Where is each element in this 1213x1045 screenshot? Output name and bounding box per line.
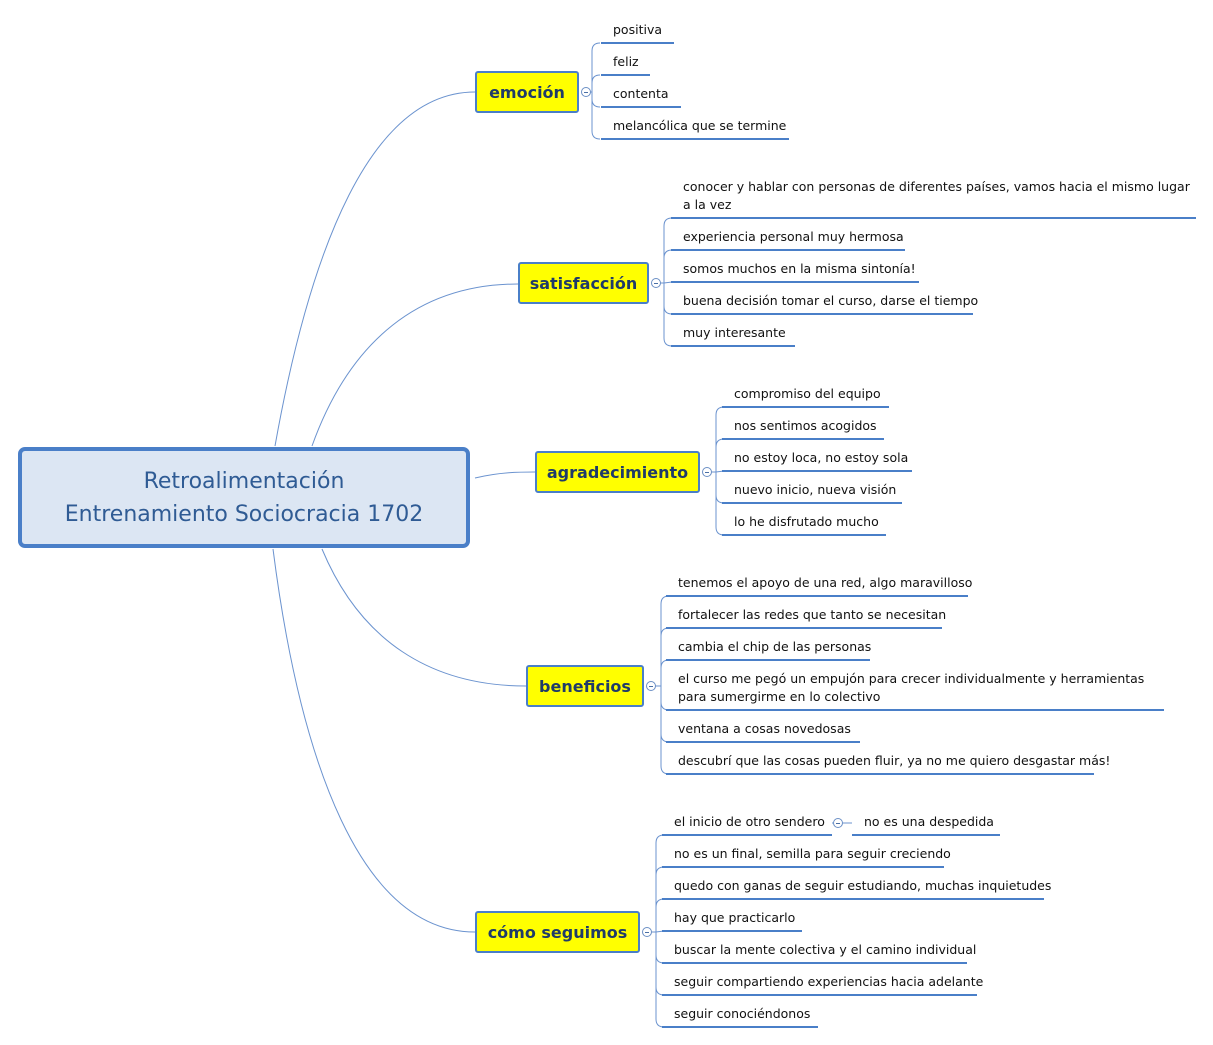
bracket-emocion-branch <box>591 42 601 92</box>
collapse-toggle-icon[interactable] <box>581 87 591 97</box>
leaf-item[interactable]: buscar la mente colectiva y el camino in… <box>662 941 976 964</box>
bracket-satisfaccion-branch <box>663 283 673 347</box>
central-topic[interactable]: Retroalimentación Entrenamiento Sociocra… <box>18 447 470 548</box>
topic-label: agradecimiento <box>546 462 689 482</box>
topic-satisfaccion[interactable]: satisfacción <box>518 262 649 304</box>
connector-satisfaccion <box>311 283 519 447</box>
topic-label: satisfacción <box>529 273 638 293</box>
topic-agradecimiento[interactable]: agradecimiento <box>535 451 700 493</box>
leaf-item[interactable]: seguir conociéndonos <box>662 1005 818 1028</box>
leaf-item[interactable]: nos sentimos acogidos <box>722 417 884 440</box>
collapse-toggle-icon[interactable] <box>833 818 843 828</box>
leaf-item[interactable]: conocer y hablar con personas de diferen… <box>671 178 1196 219</box>
leaf-item[interactable]: fortalecer las redes que tanto se necesi… <box>666 606 946 629</box>
bracket-emocion-branch <box>591 92 601 140</box>
leaf-item[interactable]: somos muchos en la misma sintonía! <box>671 260 919 283</box>
leaf-item[interactable]: positiva <box>601 21 674 44</box>
topic-como-seguimos[interactable]: cómo seguimos <box>475 911 640 953</box>
leaf-item[interactable]: no es un final, semilla para seguir crec… <box>662 845 951 868</box>
topic-beneficios[interactable]: beneficios <box>526 665 644 707</box>
collapse-toggle-icon[interactable] <box>651 278 661 288</box>
collapse-toggle-icon[interactable] <box>646 681 656 691</box>
leaf-item[interactable]: cambia el chip de las personas <box>666 638 871 661</box>
leaf-item[interactable]: melancólica que se termine <box>601 117 789 140</box>
leaf-item[interactable]: hay que practicarlo <box>662 909 802 932</box>
leaf-item[interactable]: ventana a cosas novedosas <box>666 720 860 743</box>
bracket-satisfaccion-branch <box>663 249 673 283</box>
connector-emocion <box>274 91 476 447</box>
leaf-item[interactable]: tenemos el apoyo de una red, algo maravi… <box>666 574 972 597</box>
topic-label: cómo seguimos <box>487 922 628 942</box>
leaf-item[interactable]: el curso me pegó un empujón para crecer … <box>666 670 1164 711</box>
leaf-item[interactable]: contenta <box>601 85 681 108</box>
bracket-satisfaccion-branch <box>663 217 673 283</box>
collapse-toggle-icon[interactable] <box>702 467 712 477</box>
leaf-item[interactable]: buena decisión tomar el curso, darse el … <box>671 292 978 315</box>
connector-beneficios <box>321 548 527 687</box>
leaf-item[interactable]: descubrí que las cosas pueden fluir, ya … <box>666 752 1110 775</box>
leaf-item[interactable]: feliz <box>601 53 650 76</box>
leaf-item[interactable]: muy interesante <box>671 324 795 347</box>
leaf-item[interactable]: quedo con ganas de seguir estudiando, mu… <box>662 877 1051 900</box>
collapse-toggle-icon[interactable] <box>642 927 652 937</box>
connector-agradecimiento <box>474 471 536 479</box>
leaf-item[interactable]: compromiso del equipo <box>722 385 889 408</box>
bracket-emocion-branch <box>591 92 601 108</box>
bracket-emocion-branch <box>591 74 601 92</box>
sub-leaf-item[interactable]: no es una despedida <box>852 813 1000 836</box>
connector-como-seguimos <box>272 548 476 933</box>
central-title-line2: Entrenamiento Sociocracia 1702 <box>64 501 424 527</box>
leaf-item[interactable]: seguir compartiendo experiencias hacia a… <box>662 973 983 996</box>
topic-emocion[interactable]: emoción <box>475 71 579 113</box>
central-title-line1: Retroalimentación <box>143 468 345 494</box>
bracket-satisfaccion-branch <box>663 281 673 284</box>
topic-label: emoción <box>489 82 565 102</box>
leaf-item[interactable]: experiencia personal muy hermosa <box>671 228 905 251</box>
leaf-item[interactable]: nuevo inicio, nueva visión <box>722 481 902 504</box>
leaf-item[interactable]: el inicio de otro sendero <box>662 813 832 836</box>
leaf-item[interactable]: no estoy loca, no estoy sola <box>722 449 912 472</box>
topic-label: beneficios <box>539 676 631 696</box>
leaf-item[interactable]: lo he disfrutado mucho <box>722 513 886 536</box>
